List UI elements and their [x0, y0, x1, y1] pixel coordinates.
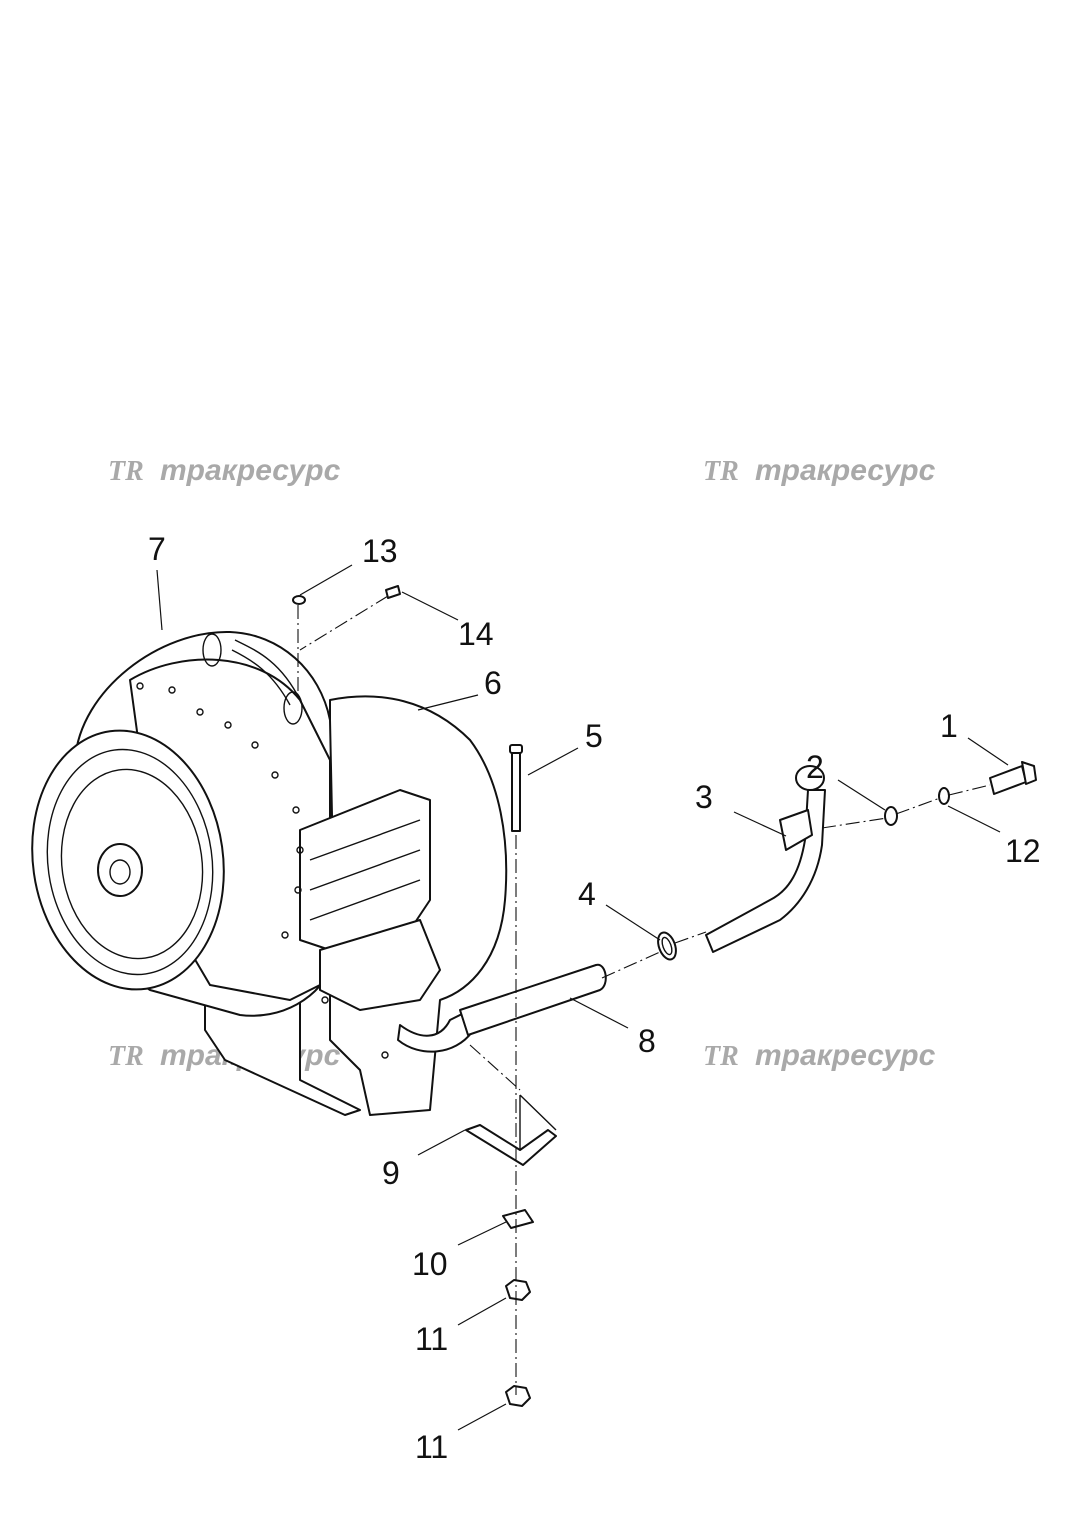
part-13-o-ring: [292, 595, 306, 605]
callout-4: 4: [578, 876, 596, 912]
callouts: 1 2 3 4 5 6 7 8 9 10 11 11 12 13 14: [148, 531, 1041, 1465]
watermark-text: тракресурс: [755, 1039, 936, 1072]
lifting-eye-left: [202, 633, 222, 667]
part-5-bolt: [509, 744, 523, 832]
callout-11-lower: 11: [415, 1429, 448, 1465]
flywheel-hub-center: [109, 859, 131, 885]
callout-5: 5: [585, 718, 603, 754]
part-2-washer: [884, 806, 898, 826]
callout-3: 3: [695, 779, 713, 815]
flywheel-face: [60, 768, 204, 960]
watermark-bottom-right: TR тракресурс: [703, 1039, 936, 1072]
part-12-lock-washer: [938, 787, 950, 805]
part-10-square-washer: [502, 1209, 534, 1229]
transmission-assembly: [31, 630, 508, 1116]
part-3-dipstick-upper: [705, 765, 826, 953]
part-9-bracket-plate: [465, 1124, 557, 1166]
part-14-plug: [385, 585, 401, 599]
flywheel-flange-inner: [46, 748, 214, 976]
part-9-bracket-upper: [519, 1094, 557, 1150]
assembly-axes: [297, 595, 991, 1395]
watermark-text: тракресурс: [755, 454, 936, 487]
leader-lines: [156, 564, 1009, 1431]
callout-8: 8: [638, 1023, 656, 1059]
valve-detail: [309, 819, 421, 921]
part-1-bolt: [989, 761, 1037, 795]
breather-hose-edge: [231, 649, 291, 706]
watermark-logo: TR: [703, 456, 739, 487]
mounting-bracket: [319, 919, 441, 1011]
callout-14: 14: [458, 616, 494, 652]
watermark-logo: TR: [703, 1041, 739, 1072]
watermark-top-right: TR тракресурс: [703, 454, 936, 487]
part-4-hose-clamp: [657, 931, 677, 961]
watermark-top-left: TR тракресурс: [108, 454, 341, 487]
callout-9: 9: [382, 1155, 400, 1191]
callout-11-upper: 11: [415, 1321, 448, 1357]
part-8-lower-tube: [459, 963, 607, 1036]
watermark-logo: TR: [108, 1041, 144, 1072]
callout-1: 1: [940, 708, 958, 744]
breather-hose: [234, 639, 301, 701]
callout-6: 6: [484, 665, 502, 701]
callout-13: 13: [362, 533, 398, 569]
housing-bolts: [136, 682, 389, 1059]
flywheel-hub: [97, 843, 143, 897]
watermark-text: тракресурс: [160, 454, 341, 487]
callout-7: 7: [148, 531, 166, 567]
part-11-nut-lower: [505, 1385, 531, 1407]
callout-2: 2: [806, 749, 824, 785]
callout-12: 12: [1005, 833, 1041, 869]
part-11-nut-upper: [505, 1279, 531, 1301]
lifting-eye-right: [283, 691, 303, 725]
watermark-logo: TR: [108, 456, 144, 487]
callout-10: 10: [412, 1246, 448, 1282]
